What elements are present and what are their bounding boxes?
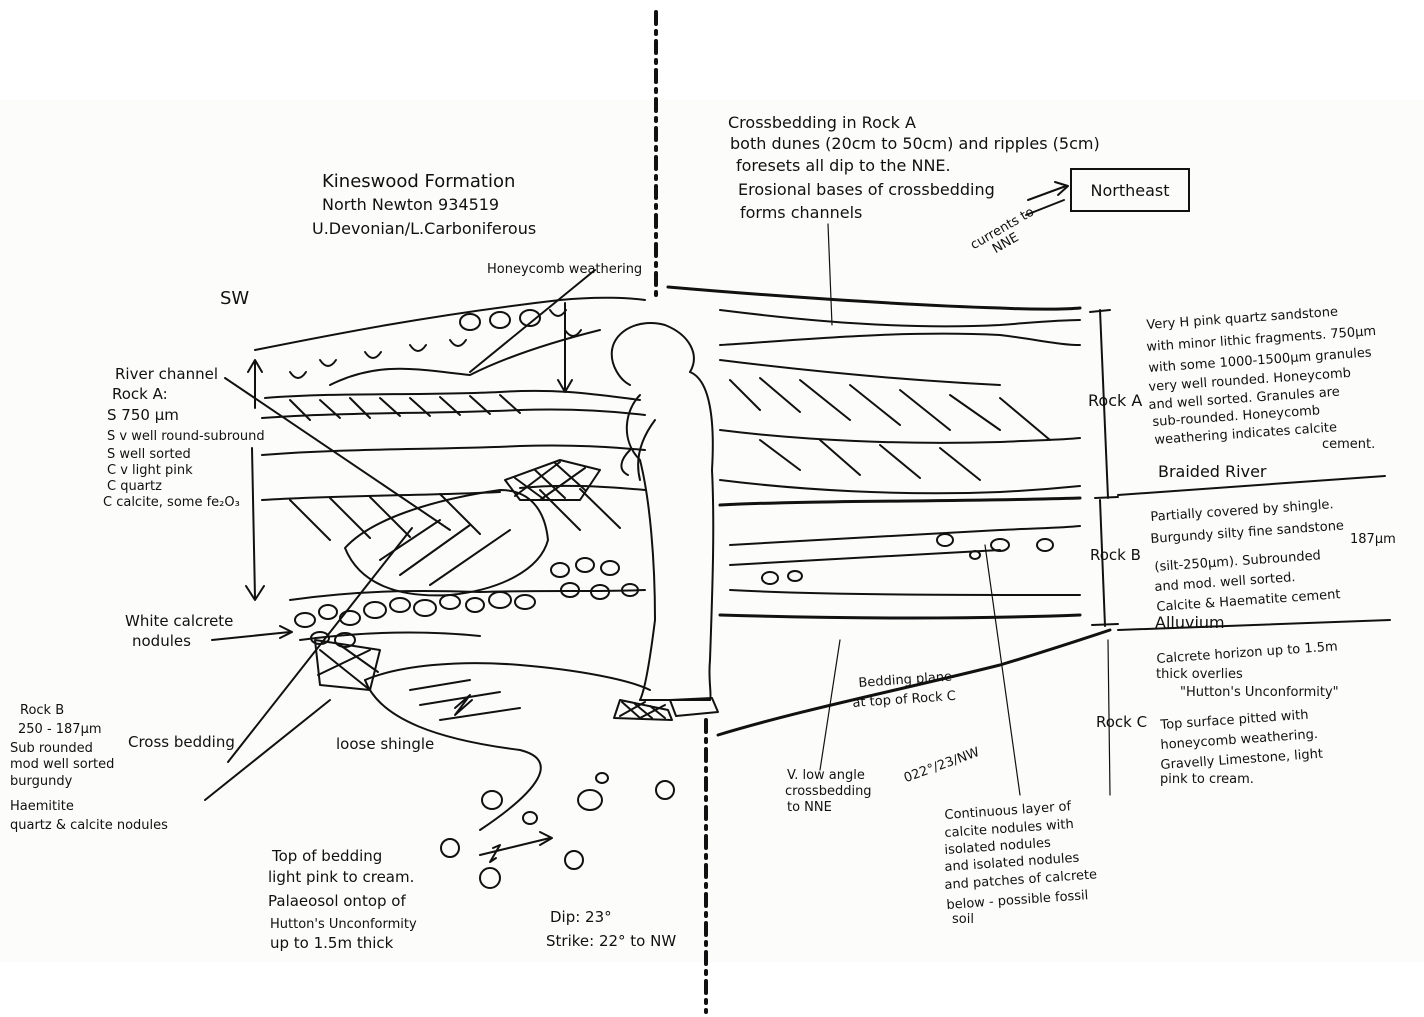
foresets	[730, 378, 1050, 480]
crossbedding-rock-a-0: Crossbedding in Rock A	[728, 112, 916, 133]
bed-top-rock-b	[720, 498, 1080, 505]
dip-label: Dip: 23°	[550, 908, 612, 927]
river-channel-label: River channel	[115, 365, 218, 384]
bed-top-rock-c-plane	[720, 615, 1080, 618]
rock-b-label: Rock B	[1090, 546, 1141, 565]
honeycomb-label: Honeycomb weathering	[487, 262, 642, 278]
rock-b-left-4: burgundy	[10, 774, 72, 790]
rock-c-desc-2: "Hutton's Unconformity"	[1180, 685, 1339, 701]
cross-bedding-hatch	[290, 395, 620, 540]
rock-c-desc-6: pink to cream.	[1160, 772, 1254, 788]
rock-c-label: Rock C	[1096, 713, 1147, 732]
rock-a-label: Rock A	[1088, 390, 1142, 411]
low-angle-0: V. low angle	[787, 768, 865, 784]
top-bedding-0: Top of bedding	[272, 847, 382, 866]
bed-top-rock-a	[668, 287, 1080, 309]
rock-a-left-4: C v light pink	[107, 463, 193, 479]
rock-a-left-6: C calcite, some fe₂O₃	[103, 495, 240, 511]
rock-b-desc-2: 187µm	[1350, 532, 1396, 548]
nodules-left	[295, 558, 638, 647]
top-bedding-1: light pink to cream.	[268, 868, 414, 887]
alluvium-label: Alluvium	[1155, 612, 1225, 633]
low-angle-2: to NNE	[787, 800, 832, 816]
cross-bedding-label: Cross bedding	[128, 733, 235, 752]
top-bedding-4: up to 1.5m thick	[270, 934, 393, 953]
crossbedding-rock-a-4: forms channels	[740, 202, 862, 223]
person-figure	[612, 323, 718, 720]
rock-c-desc-1: thick overlies	[1156, 667, 1243, 683]
sw-direction-label: SW	[220, 287, 249, 311]
northeast-box: Northeast	[1070, 168, 1190, 212]
crossbedding-rock-a-2: foresets all dip to the NNE.	[736, 155, 951, 176]
location-ref: North Newton 934519	[322, 194, 499, 215]
honeycomb-marks	[290, 310, 581, 378]
rock-b-left-5: Haemitite	[10, 799, 74, 815]
loose-shingle-label: loose shingle	[336, 735, 434, 754]
rock-a-left-3: S well sorted	[107, 447, 191, 463]
white-calcrete-1: nodules	[132, 632, 191, 651]
braided-river-label: Braided River	[1158, 461, 1267, 482]
top-bedding-3: Hutton's Unconformity	[270, 917, 417, 933]
crossbedding-rock-a-1: both dunes (20cm to 50cm) and ripples (5…	[730, 133, 1100, 154]
white-calcrete-0: White calcrete	[125, 612, 233, 631]
rock-b-left-2: Sub rounded	[10, 741, 93, 757]
age-label: U.Devonian/L.Carboniferous	[312, 218, 536, 239]
rock-a-left-5: C quartz	[107, 479, 162, 495]
low-angle-1: crossbedding	[785, 784, 872, 800]
rock-a-left-1: S 750 µm	[107, 406, 179, 425]
formation-name: Kineswood Formation	[322, 170, 515, 194]
top-bedding-2: Palaeosol ontop of	[268, 892, 406, 911]
strike-label: Strike: 22° to NW	[546, 932, 676, 951]
rock-a-left-2: S v well round-subround	[107, 429, 265, 445]
calcite-nodules-6: soil	[952, 912, 974, 928]
rock-a-left-0: Rock A:	[112, 385, 168, 404]
crossbedding-rock-a-3: Erosional bases of crossbedding	[738, 179, 995, 200]
rock-a-desc-7: cement.	[1322, 437, 1375, 453]
rock-b-left-0: Rock B	[20, 703, 64, 719]
northeast-label: Northeast	[1090, 181, 1169, 200]
rock-b-left-1: 250 - 187µm	[18, 722, 102, 738]
rock-b-left-3: mod well sorted	[10, 757, 114, 773]
rock-b-left-6: quartz & calcite nodules	[10, 818, 168, 834]
